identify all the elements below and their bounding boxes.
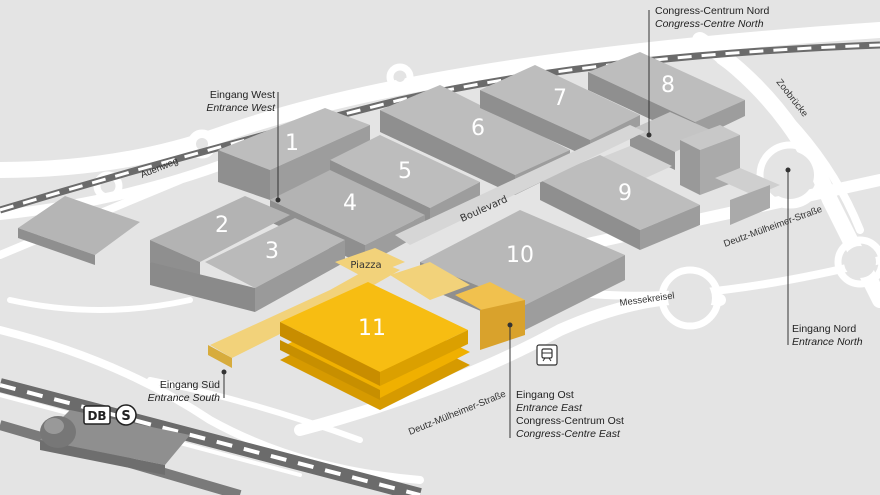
east-buildings: [680, 125, 780, 225]
hall-6-label: 6: [471, 116, 485, 141]
hall-4-label: 4: [343, 191, 357, 216]
piazza-connector[interactable]: [208, 248, 525, 368]
piazza-label: Piazza: [350, 260, 381, 271]
entrance-north-de: Eingang Nord: [792, 323, 856, 335]
hall-7-label: 7: [553, 86, 567, 111]
hall-11-label: 11: [358, 316, 386, 341]
tram-icon[interactable]: [536, 344, 558, 366]
congress-centre-north-callout[interactable]: Congress-Centrum Nord Congress-Centre No…: [646, 5, 770, 138]
railway-station[interactable]: [40, 410, 190, 475]
boulevard-walkway: [395, 125, 645, 245]
entrance-south-callout[interactable]: Eingang Süd Entrance South: [148, 369, 227, 405]
svg-text:DB: DB: [87, 409, 106, 423]
entrance-south-de: Eingang Süd: [160, 379, 220, 391]
hall-3[interactable]: 3: [150, 218, 345, 312]
entrance-west-callout[interactable]: Eingang West Entrance West: [206, 89, 281, 203]
entrance-north-en: Entrance North: [792, 336, 863, 348]
entrance-east-en: Entrance East: [516, 402, 583, 414]
svg-text:S: S: [121, 409, 130, 424]
cc-east-en: Congress-Centre East: [516, 428, 621, 440]
entrance-south-en: Entrance South: [148, 392, 221, 404]
entrance-west-en: Entrance West: [206, 102, 276, 114]
hall-9-label: 9: [618, 181, 632, 206]
hall-1[interactable]: 1: [218, 108, 370, 200]
entrance-north-callout[interactable]: Eingang Nord Entrance North: [785, 167, 863, 349]
cc-north-de: Congress-Centrum Nord: [655, 5, 770, 17]
entrance-east-de: Eingang Ost: [516, 389, 574, 401]
hall-10-label: 10: [506, 243, 534, 268]
hall-5-label: 5: [398, 159, 412, 184]
db-logo: DB: [83, 405, 111, 425]
hall-8-label: 8: [661, 73, 675, 98]
hall-2-label: 2: [215, 213, 229, 238]
hall-9[interactable]: 9: [540, 155, 700, 250]
s-bahn-icon: S: [115, 404, 137, 426]
cc-east-de: Congress-Centrum Ost: [516, 415, 624, 427]
hall-1-label: 1: [285, 131, 299, 156]
cc-north-en: Congress-Centre North: [655, 18, 764, 30]
hall-11[interactable]: 11: [280, 282, 470, 410]
hall-3-label: 3: [265, 239, 279, 264]
entrance-west-de: Eingang West: [210, 89, 275, 101]
entrance-east-callout[interactable]: Eingang Ost Entrance East Congress-Centr…: [507, 322, 625, 441]
west-building: [18, 196, 140, 265]
